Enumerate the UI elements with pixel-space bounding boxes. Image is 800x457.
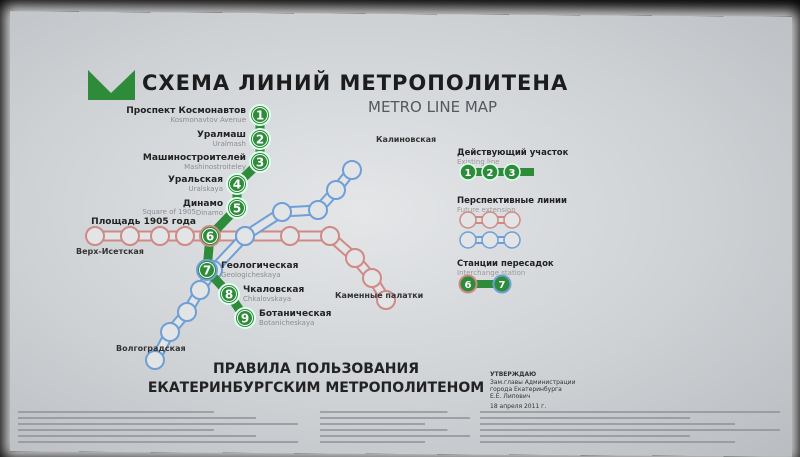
metro-logo-icon [88, 70, 135, 100]
map-title: СХЕМА ЛИНИЙ МЕТРОПОЛИТЕНА [142, 70, 568, 95]
station-name: Уралмаш [197, 130, 246, 140]
station-number: 6 [206, 230, 214, 244]
svg-text:Действующий участок: Действующий участок [457, 148, 569, 158]
future-red-station [175, 226, 195, 246]
svg-text:Станции пересадок: Станции пересадок [457, 259, 554, 269]
station-number: 1 [256, 109, 264, 123]
station-name: Проспект Космонавтов [126, 106, 246, 116]
legend: Действующий участок Existing line Перспе… [457, 148, 569, 294]
station-name: Динамо [183, 199, 223, 209]
legend-future-station [481, 211, 499, 229]
future-red-station [150, 226, 170, 246]
station-label-verkh-isetskaya: Верх-Исетская [76, 247, 144, 256]
station-name-en: Geologicheskaya [221, 271, 281, 279]
svg-text:города Екатеринбурга: города Екатеринбурга [490, 386, 562, 393]
map-subtitle: METRO LINE MAP [368, 98, 497, 116]
station-name: Уральская [168, 175, 223, 185]
future-red-station [320, 226, 340, 246]
svg-text:3: 3 [509, 168, 516, 179]
legend-station [481, 163, 499, 181]
station-label-kamennye-palatki: Каменные палатки [335, 291, 423, 300]
station-name-en: Square of 1905 [142, 208, 196, 216]
svg-text:Existing line: Existing line [457, 158, 500, 166]
legend-future-station [481, 231, 499, 249]
svg-text:2: 2 [487, 168, 494, 179]
future-red-station [120, 226, 140, 246]
rules-fine-print [18, 411, 780, 443]
future-blue-station [272, 202, 292, 222]
future-blue-station [160, 322, 180, 342]
station-name-en: Uralskaya [188, 185, 223, 193]
future-blue-station [326, 180, 346, 200]
station-number: 9 [241, 312, 249, 326]
svg-text:Перспективные линии: Перспективные линии [457, 196, 567, 206]
station-name-en: Uralmash [213, 140, 246, 148]
station-number: 7 [203, 264, 211, 278]
station-label-volgogradskaya: Волгоградская [116, 344, 186, 353]
approval-block: УТВЕРЖДАЮ Зам.главы Администрации города… [490, 371, 576, 410]
station-name-en: Dinamo [196, 209, 223, 217]
svg-text:6: 6 [465, 280, 472, 291]
future-blue-station [177, 302, 197, 322]
station-number: 8 [225, 288, 233, 302]
station-name: Площадь 1905 года [91, 217, 196, 227]
svg-text:Е.Е. Липович: Е.Е. Липович [490, 393, 530, 400]
station-number: 4 [233, 178, 241, 192]
svg-text:УТВЕРЖДАЮ: УТВЕРЖДАЮ [490, 371, 536, 378]
future-blue-station [190, 280, 210, 300]
station-name: Геологическая [221, 261, 299, 271]
legend-interchange-station [458, 274, 478, 294]
svg-text:Зам.главы Администрации: Зам.главы Администрации [490, 379, 576, 386]
legend-interchange-station [492, 274, 512, 294]
future-red-station [345, 248, 365, 268]
legend-future-station [503, 211, 521, 229]
station-name: Ботаническая [259, 309, 332, 319]
svg-text:Future extension: Future extension [457, 206, 516, 214]
station-label-kalinovskaya: Калиновская [376, 135, 436, 144]
station-number: 5 [233, 202, 241, 216]
future-red-station [85, 226, 105, 246]
station-name-en: Chkalovskaya [243, 295, 291, 303]
rules-title-line1: ПРАВИЛА ПОЛЬЗОВАНИЯ [213, 361, 419, 377]
future-blue-station [145, 350, 165, 370]
legend-future-station [503, 231, 521, 249]
future-red-station [280, 226, 300, 246]
legend-station [503, 163, 521, 181]
legend-future-station [459, 231, 477, 249]
future-blue-station [342, 160, 362, 180]
rules-title-line2: ЕКАТЕРИНБУРГСКИМ МЕТРОПОЛИТЕНОМ [148, 380, 484, 396]
future-red-station [362, 268, 382, 288]
station-name-en: Botanicheskaya [259, 319, 314, 327]
future-blue-station [235, 226, 255, 246]
svg-text:18 апреля 2011 г.: 18 апреля 2011 г. [490, 403, 546, 410]
future-red-station [376, 290, 396, 310]
svg-text:7: 7 [499, 280, 506, 291]
future-blue-station [308, 200, 328, 220]
station-name-en: Mashinostroiteley [184, 163, 246, 171]
station-number: 2 [256, 133, 264, 147]
station-name: Машиностроителей [143, 153, 246, 163]
legend-future-station [459, 211, 477, 229]
legend-station [459, 163, 477, 181]
station-name-en: Kosmonavtov Avenue [170, 116, 246, 124]
svg-text:1: 1 [465, 168, 472, 179]
station-name: Чкаловская [243, 285, 304, 295]
svg-text:Interchange station: Interchange station [457, 269, 525, 277]
station-number: 3 [256, 156, 264, 170]
